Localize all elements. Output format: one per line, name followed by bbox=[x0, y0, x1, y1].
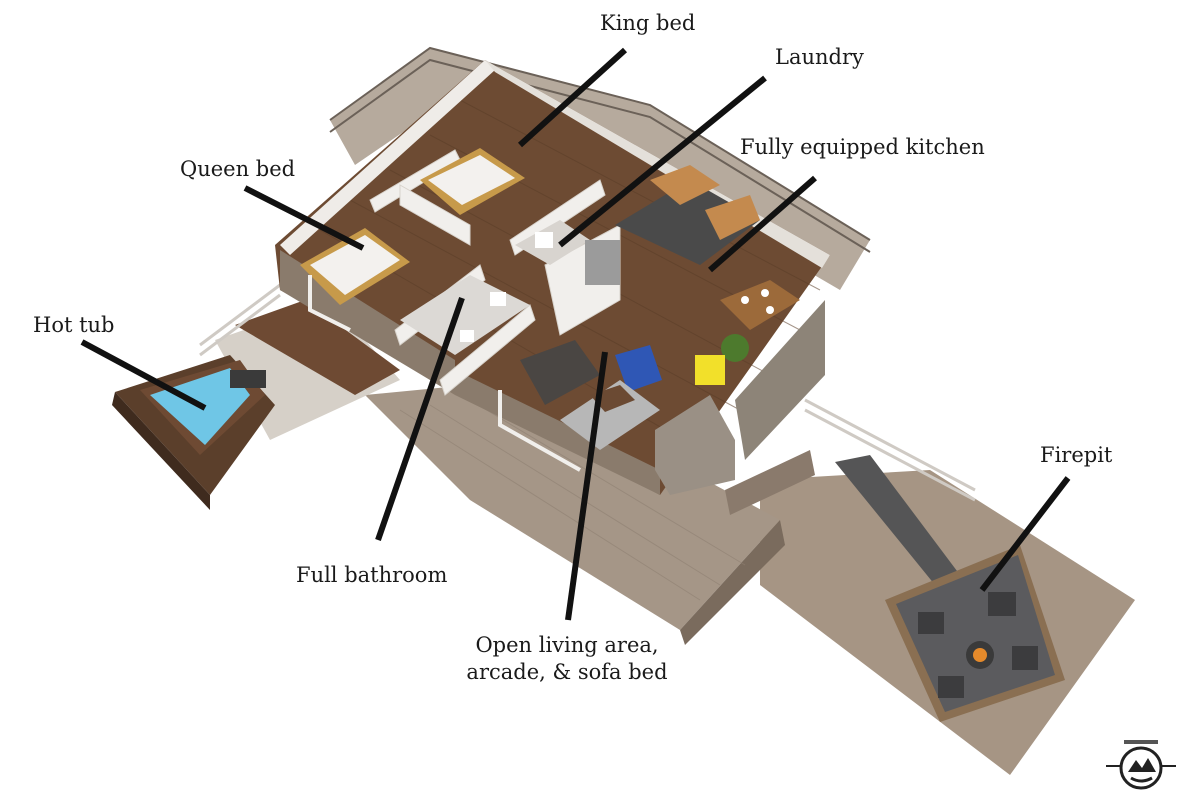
label-queen-bed: Queen bed bbox=[180, 157, 296, 181]
laundry-room bbox=[515, 220, 590, 265]
leader-lines bbox=[80, 47, 1071, 621]
leader-hot-tub bbox=[80, 339, 207, 411]
leader-firepit bbox=[979, 476, 1071, 592]
stone-wall bbox=[735, 300, 825, 460]
dining-table bbox=[720, 280, 800, 330]
label-living-area: Open living area, arcade, & sofa bed bbox=[462, 632, 672, 686]
label-laundry: Laundry bbox=[775, 45, 864, 69]
leader-laundry bbox=[558, 75, 767, 248]
firepit-area bbox=[885, 545, 1065, 722]
label-full-bathroom: Full bathroom bbox=[296, 563, 448, 587]
queen-bed bbox=[300, 228, 410, 305]
watermark-logo-icon bbox=[1106, 740, 1176, 790]
leader-queen-bed bbox=[243, 185, 365, 251]
living-area bbox=[520, 340, 662, 450]
leader-living-area bbox=[565, 351, 608, 621]
label-kitchen: Fully equipped kitchen bbox=[740, 135, 985, 159]
front-deck bbox=[365, 380, 780, 630]
leader-king-bed bbox=[517, 47, 628, 148]
leader-full-bathroom bbox=[375, 297, 465, 541]
label-firepit: Firepit bbox=[1040, 443, 1113, 467]
king-bed bbox=[420, 148, 525, 215]
kitchen bbox=[585, 165, 760, 285]
label-living-area-line2: arcade, & sofa bed bbox=[466, 660, 668, 684]
gravel-path bbox=[835, 455, 960, 585]
bathroom bbox=[400, 275, 530, 355]
label-hot-tub: Hot tub bbox=[33, 313, 115, 337]
leader-kitchen bbox=[708, 175, 817, 273]
label-king-bed: King bed bbox=[600, 11, 696, 35]
side-fence bbox=[804, 398, 976, 502]
label-living-area-line1: Open living area, bbox=[475, 633, 659, 657]
